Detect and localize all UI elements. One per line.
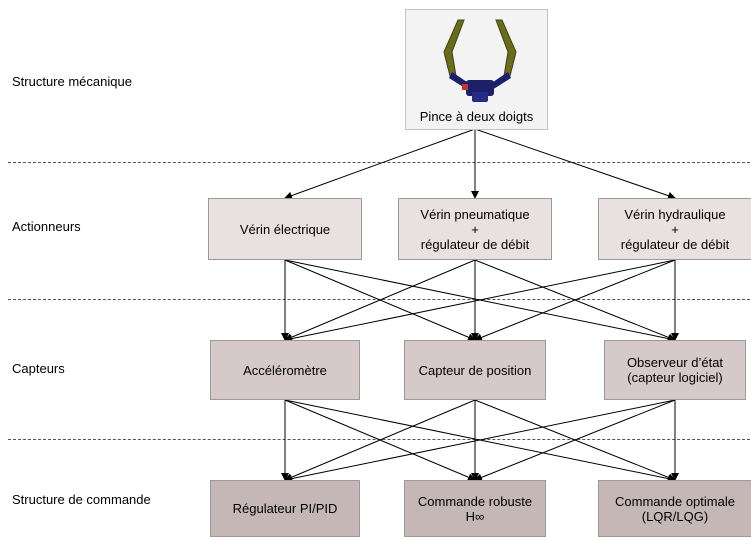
row-label-mechanical: Structure mécanique (12, 74, 132, 89)
gripper-icon (443, 19, 517, 102)
row-label-sensors: Capteurs (12, 361, 65, 376)
control-label: Commande robuste H∞ (417, 493, 533, 524)
sensor-label: Accéléromètre (243, 362, 327, 378)
actuator-label: Vérin électrique (239, 221, 331, 237)
divider-1 (8, 162, 750, 163)
actuator-box-electric: Vérin électrique (208, 198, 362, 260)
actuator-box-pneumatic: Vérin pneumatique + régulateur de débit (398, 198, 552, 260)
control-box-robust: Commande robuste H∞ (404, 480, 546, 537)
sensor-box-position: Capteur de position (404, 340, 546, 400)
row-label-actuators: Actionneurs (12, 219, 81, 234)
sensor-label: Capteur de position (418, 362, 532, 378)
sensor-label: Observeur d’état (capteur logiciel) (626, 355, 724, 385)
gripper-box: Pince à deux doigts (405, 9, 548, 130)
control-label: Régulateur PI/PID (232, 501, 338, 516)
sensor-box-observer: Observeur d’état (capteur logiciel) (604, 340, 746, 400)
sensor-box-accelerometer: Accéléromètre (210, 340, 360, 400)
gripper-label: Pince à deux doigts (419, 109, 534, 124)
actuator-label: Vérin pneumatique + régulateur de débit (420, 206, 530, 252)
control-box-pid: Régulateur PI/PID (210, 480, 360, 537)
actuator-box-hydraulic: Vérin hydraulique + régulateur de débit (598, 198, 751, 260)
control-box-optimal: Commande optimale (LQR/LQG) (598, 480, 751, 537)
actuator-label: Vérin hydraulique + régulateur de débit (620, 206, 730, 252)
row-label-control: Structure de commande (12, 492, 151, 507)
control-label: Commande optimale (LQR/LQG) (615, 493, 735, 524)
